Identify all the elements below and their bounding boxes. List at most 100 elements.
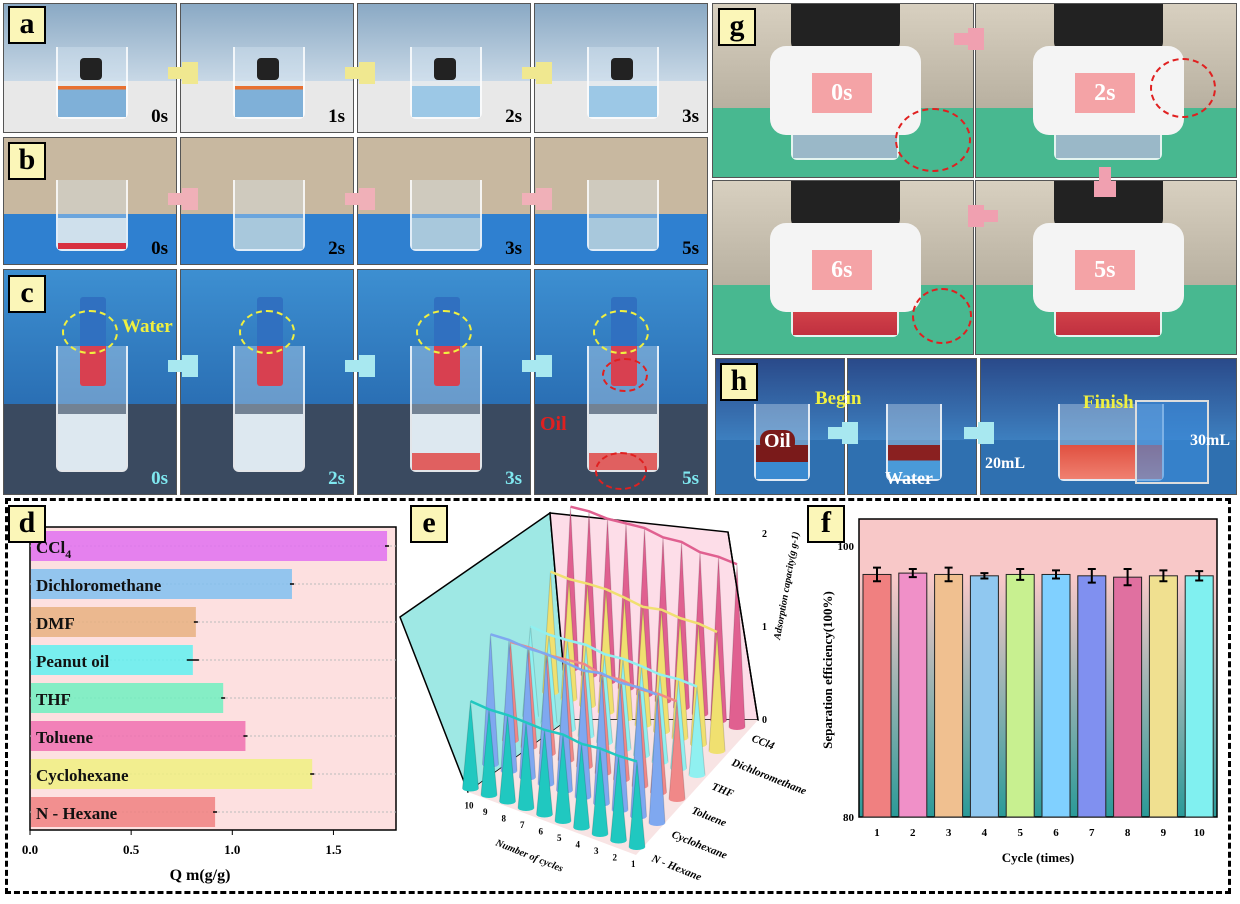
category-label: Toluene [690, 805, 728, 830]
photo-c-1: 0s [3, 269, 177, 495]
x-tick-label: 1 [874, 827, 880, 839]
series-line-0 [469, 699, 638, 763]
panel-label-g: g [718, 8, 756, 46]
time-label: 3s [505, 238, 522, 259]
water-circle [239, 310, 296, 355]
bar-label: THF [36, 690, 71, 709]
bar-1 [862, 573, 892, 818]
x-axis-title: Cycle (times) [1002, 850, 1075, 865]
cone-base [669, 796, 685, 802]
liquid [234, 218, 304, 250]
bar-0 [31, 531, 388, 561]
x-tick-label: 8 [1125, 827, 1131, 839]
cycles-axis-title: Number of cycles [493, 837, 565, 874]
beaker [886, 404, 942, 481]
arrow-icon [345, 355, 375, 377]
x-tick-label: 2 [910, 827, 916, 839]
background-wall [358, 138, 530, 214]
bar-10 [1184, 575, 1214, 818]
error-bar [873, 566, 881, 583]
photo-b-4: 5s [534, 137, 708, 265]
cycle-tick-label: 7 [520, 820, 525, 830]
beaker [586, 46, 660, 120]
arrow-icon [522, 355, 552, 377]
error-bar [980, 572, 989, 580]
volume-20ml: 20mL [985, 455, 1025, 472]
liquid [57, 218, 127, 250]
arrow-icon [522, 188, 552, 210]
time-label: 3s [505, 468, 522, 489]
z-axis [727, 531, 759, 721]
panel-label-d: d [8, 505, 46, 543]
pump [1054, 4, 1164, 53]
panel-label-e: e [410, 505, 448, 543]
error-bar [1123, 568, 1132, 587]
error-bar [1016, 568, 1025, 581]
time-label: 5s [682, 238, 699, 259]
sponge [79, 57, 102, 80]
cone-base [555, 818, 571, 824]
arrow-icon [828, 422, 858, 444]
cycle-tick-label: 4 [576, 840, 581, 850]
category-label: Dichloromethane [729, 756, 808, 797]
sponge [256, 57, 279, 80]
charts-dashed-border [5, 498, 1231, 894]
oil-annotation: Oil [540, 413, 567, 435]
beaker [55, 180, 129, 252]
oil-circle [602, 358, 648, 392]
liquid [234, 414, 304, 470]
subscript: 4 [65, 547, 71, 561]
photo-c-3: 3s [357, 269, 531, 495]
photo-c-2: 2s [180, 269, 354, 495]
liquid [57, 85, 127, 118]
cone-base [629, 844, 645, 850]
arrow-icon [522, 62, 552, 84]
water-circle [593, 310, 650, 355]
cycle-tick-label: 5 [557, 833, 562, 843]
cone-base [481, 792, 497, 798]
bar-label: N - Hexane [36, 804, 118, 823]
y-tick-label: 80 [843, 812, 855, 824]
category-label: CCl4 [750, 733, 776, 753]
cycle-tick-label: 6 [539, 827, 544, 837]
cycle-tick-label: 8 [502, 814, 507, 824]
cone-base [518, 805, 534, 811]
beaker [409, 46, 483, 120]
cone-base [499, 798, 516, 805]
bar-label: Toluene [36, 728, 93, 747]
bar-6 [1041, 573, 1071, 818]
arrow-icon [954, 28, 984, 50]
water-label: Water [885, 468, 933, 488]
water-circle [416, 310, 473, 355]
water-annotation: Water [122, 316, 173, 337]
cone-base [610, 837, 627, 844]
arrow-icon [168, 355, 198, 377]
beaker [409, 180, 483, 252]
bar-label: CCl4 [36, 538, 71, 561]
photo-g-2: 2s [975, 3, 1237, 178]
liquid [57, 414, 127, 470]
highlight-circle [912, 288, 972, 344]
series-line-1 [490, 633, 658, 696]
time-box: 2s [1074, 73, 1135, 114]
x-tick-label: 1.0 [224, 842, 240, 857]
time-box: 5s [1074, 250, 1135, 291]
x-tick-label: 10 [1194, 827, 1206, 839]
cone-base [649, 820, 665, 826]
arrow-icon [168, 62, 198, 84]
bar-6 [31, 759, 313, 789]
begin-label: Begin [815, 388, 862, 409]
bar-2 [898, 572, 928, 818]
bar-5 [31, 721, 246, 751]
liquid [234, 85, 304, 118]
error-bar [1087, 568, 1096, 584]
panel-label-f: f [807, 505, 845, 543]
bar-label: Peanut oil [36, 652, 109, 671]
x-tick-label: 0.0 [22, 842, 38, 857]
time-label: 3s [682, 106, 699, 127]
x-tick-label: 4 [982, 827, 988, 839]
photo-g-4: 5s [975, 180, 1237, 355]
pump [791, 4, 901, 53]
bar-label: DMF [36, 614, 75, 633]
